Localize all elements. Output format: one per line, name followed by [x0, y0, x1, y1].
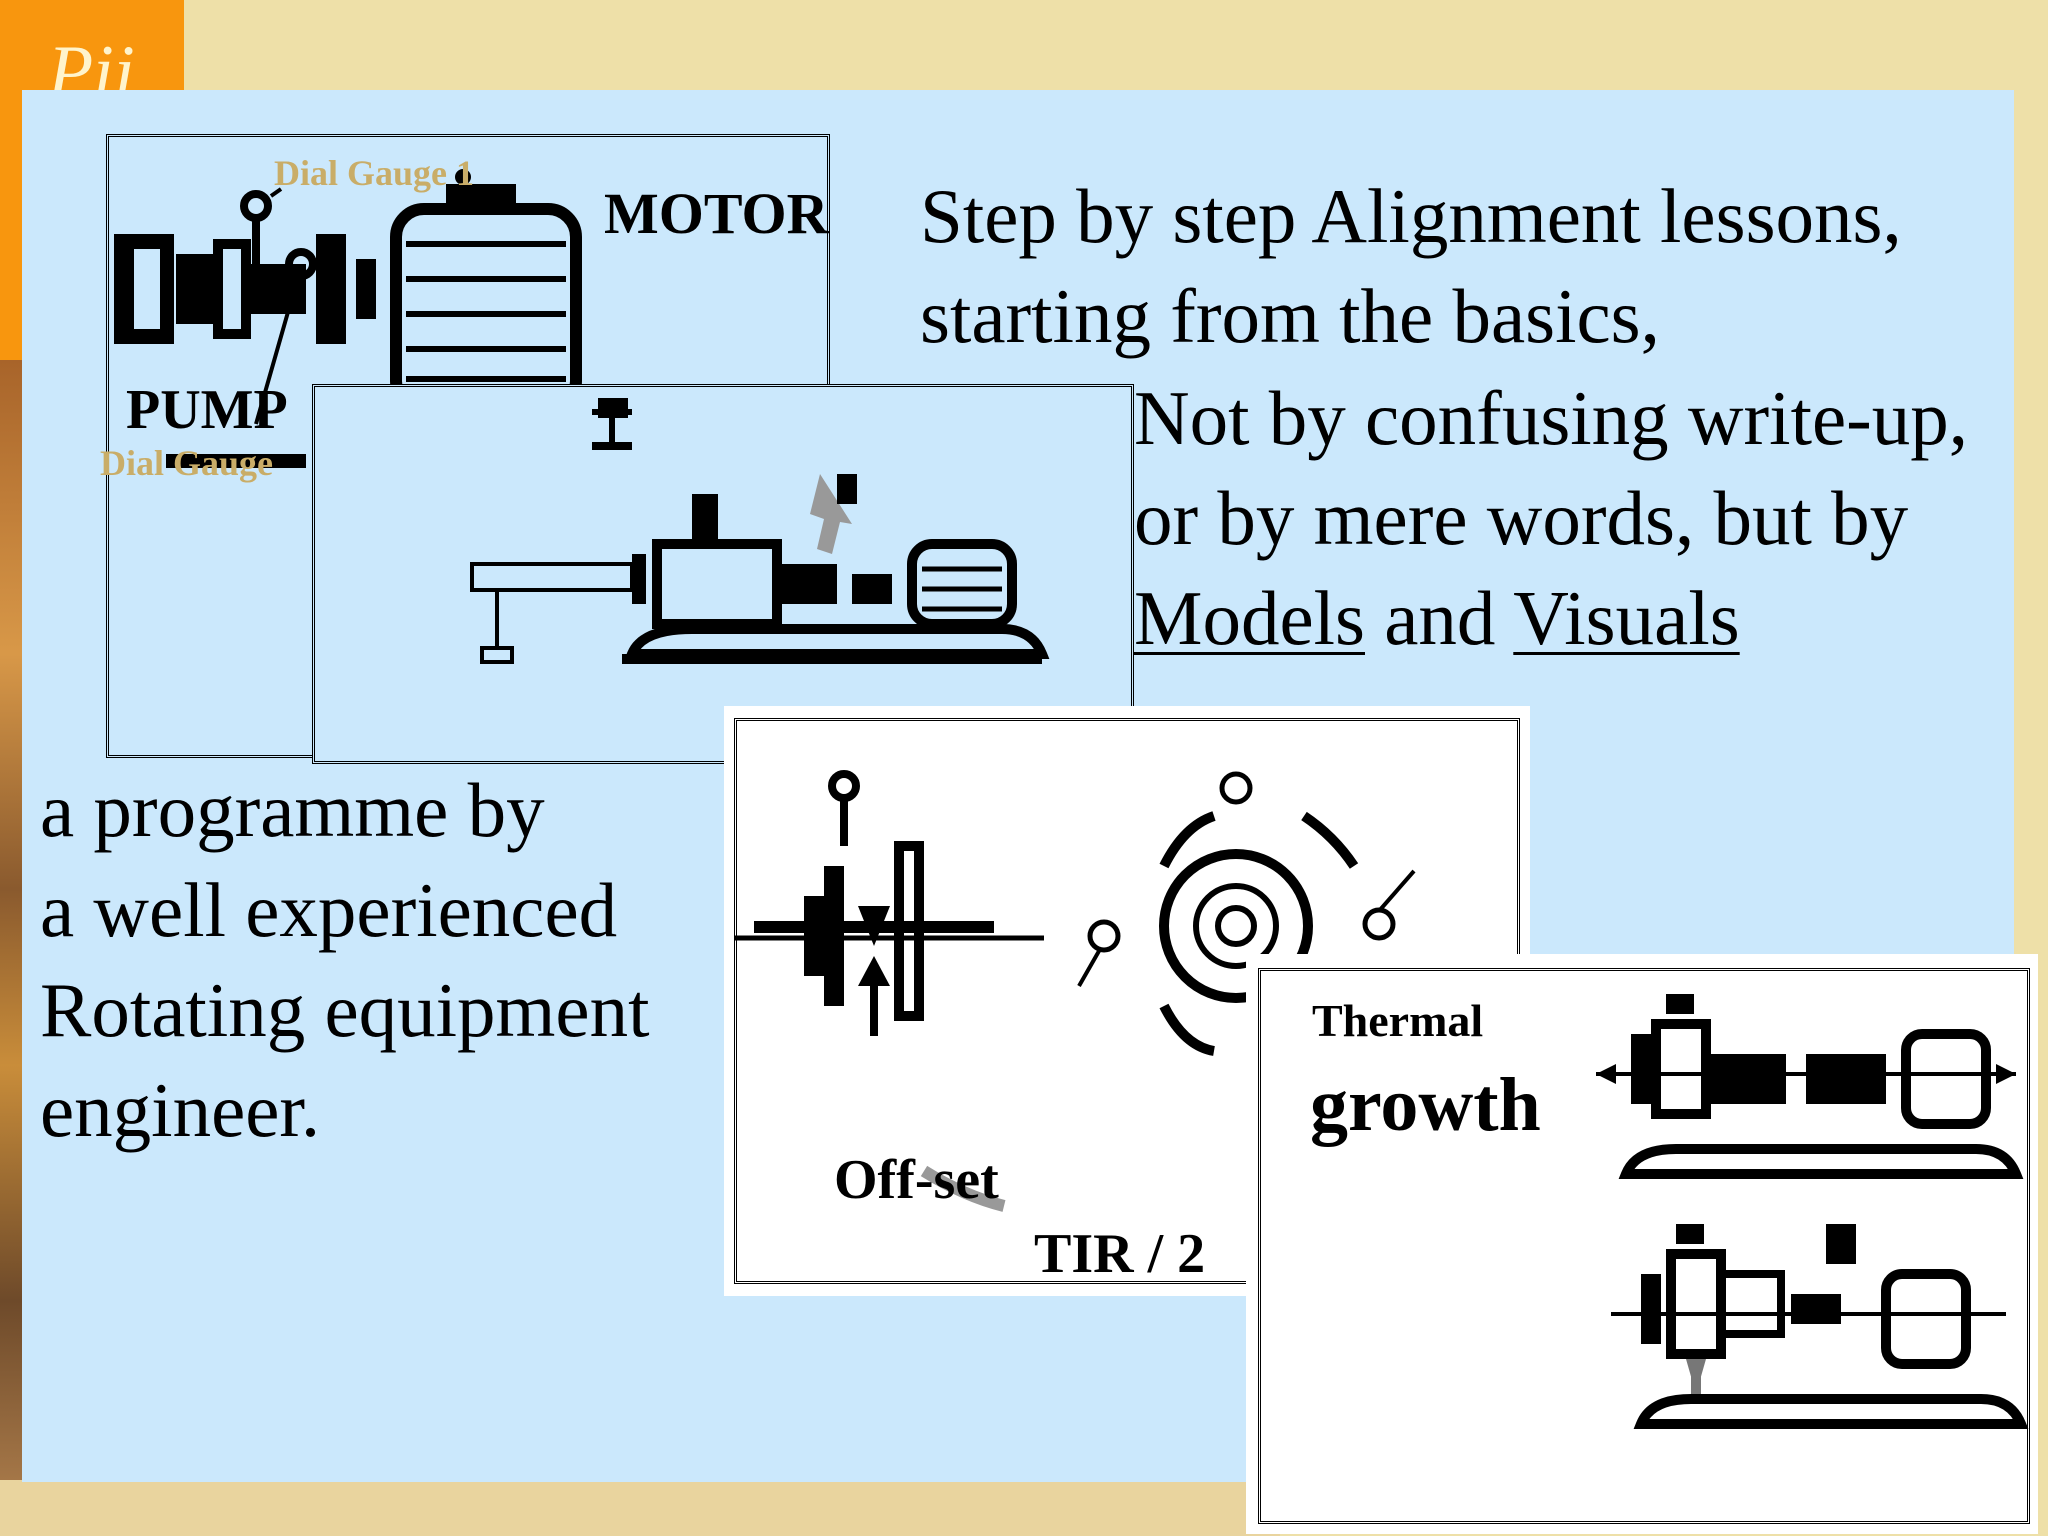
credit-line-3: Rotating equipment	[40, 967, 650, 1053]
offset-label: Off-set	[834, 1149, 999, 1211]
credit-line-1: a programme by	[40, 767, 545, 853]
thermal-growth-drawing	[1596, 994, 2029, 1429]
growth-label: growth	[1310, 1063, 1541, 1147]
pipe-strain-card	[312, 384, 1134, 764]
credit-line-2: a well experienced	[40, 867, 618, 953]
credit-line-4: engineer.	[40, 1067, 321, 1153]
thermal-growth-card: Thermal growth	[1246, 954, 2038, 1534]
intro-line-3: Not by confusing write-up,	[1134, 375, 1969, 461]
slide-panel: Dial Gauge 1 MOTOR PUMP Dial Gauge	[22, 90, 2038, 1534]
intro-line-5: Models and Visuals	[1134, 568, 1740, 668]
intro-line-2: starting from the basics,	[920, 273, 1660, 359]
offset-drawing	[734, 770, 1416, 1212]
visuals-word: Visuals	[1513, 575, 1740, 661]
intro-line-1: Step by step Alignment lessons,	[920, 173, 1902, 259]
intro-line-4: or by mere words, but by	[1134, 475, 1909, 561]
tir-label: TIR / 2	[1034, 1223, 1206, 1285]
card-frame	[312, 384, 1134, 764]
dial-gauge-2-label: Dial Gauge	[100, 443, 274, 483]
motor-label: MOTOR	[604, 181, 829, 246]
dial-gauge-1-label: Dial Gauge 1	[274, 153, 475, 193]
pump-skid-drawing	[470, 398, 1050, 664]
pump-label: PUMP	[126, 379, 288, 441]
background-bottom-strip	[0, 1480, 1280, 1536]
models-word: Models	[1134, 575, 1365, 661]
card-frame	[1258, 968, 2030, 1524]
pump-motor-drawing	[114, 169, 582, 468]
thermal-label: Thermal	[1312, 995, 1484, 1046]
and-word: and	[1365, 575, 1514, 661]
background-left-strip	[0, 360, 26, 1536]
